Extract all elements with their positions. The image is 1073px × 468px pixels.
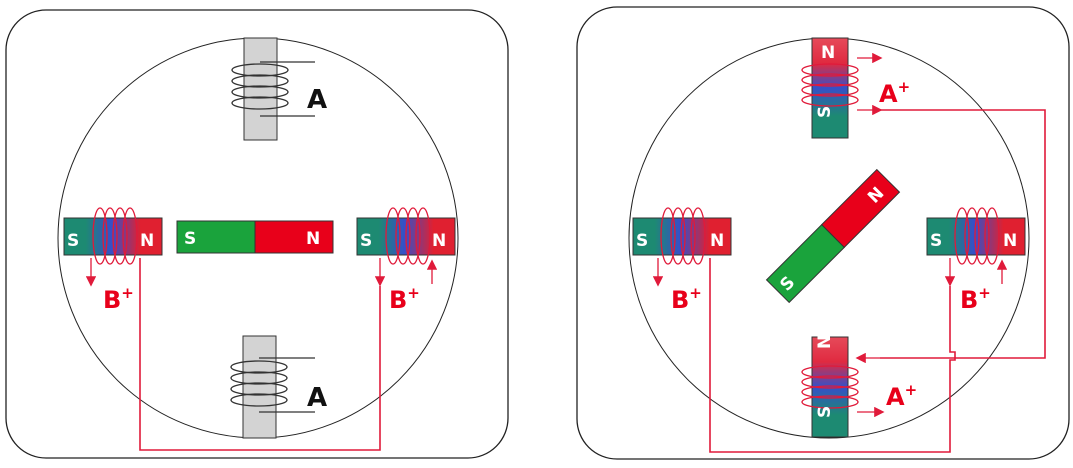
pole-b-left-north: N xyxy=(140,231,154,251)
pole-b-right-north: N xyxy=(432,231,446,251)
pole-a-bottom-north: N xyxy=(815,335,835,349)
pole-b2-right-south: S xyxy=(930,231,942,251)
pole-a-bottom-south: S xyxy=(815,406,835,418)
pole-b2-left-north: N xyxy=(710,231,724,251)
rotor-left-south: S xyxy=(184,229,196,249)
pole-b-left-2: S N B+ xyxy=(632,207,732,314)
pole-a-top-north: N xyxy=(821,43,835,63)
pole-b2-right-north: N xyxy=(1003,231,1017,251)
coil-label-a-bottom: A xyxy=(307,383,327,413)
pole-b-left-south: S xyxy=(67,231,79,251)
pole-a-bottom: N S A+ xyxy=(801,335,917,438)
pole-b-right: S N B+ xyxy=(356,207,456,314)
label-a-plus-bottom: A+ xyxy=(886,381,917,411)
pole-b-right-2: S N B+ xyxy=(926,207,1026,314)
pole-b-left: S N B+ xyxy=(63,207,163,314)
rotor-left-north: N xyxy=(306,229,320,249)
rotor-right: S N xyxy=(765,168,901,304)
rotor-left: S N xyxy=(176,220,334,254)
left-panel: A A S N xyxy=(5,9,509,459)
coil-a-bottom: A xyxy=(230,335,327,439)
pole-b-right-south: S xyxy=(360,231,372,251)
wire-a-right xyxy=(880,109,1046,359)
pole-b2-left-south: S xyxy=(636,231,648,251)
pole-a-top-south: S xyxy=(815,106,835,118)
label-b-plus-left-2: B+ xyxy=(671,284,702,314)
label-b-plus-right-2: B+ xyxy=(960,284,991,314)
pole-a-top: N S A+ xyxy=(801,37,910,139)
wire-b-left xyxy=(139,258,381,451)
coil-a-top: A xyxy=(231,37,327,141)
label-a-plus-top: A+ xyxy=(879,78,910,108)
coil-label-a-top: A xyxy=(307,85,327,115)
label-b-plus-right: B+ xyxy=(389,284,420,314)
wire-b-right xyxy=(709,258,956,453)
right-panel: N S A+ N S A+ xyxy=(576,6,1070,460)
label-b-plus-left: B+ xyxy=(103,284,134,314)
